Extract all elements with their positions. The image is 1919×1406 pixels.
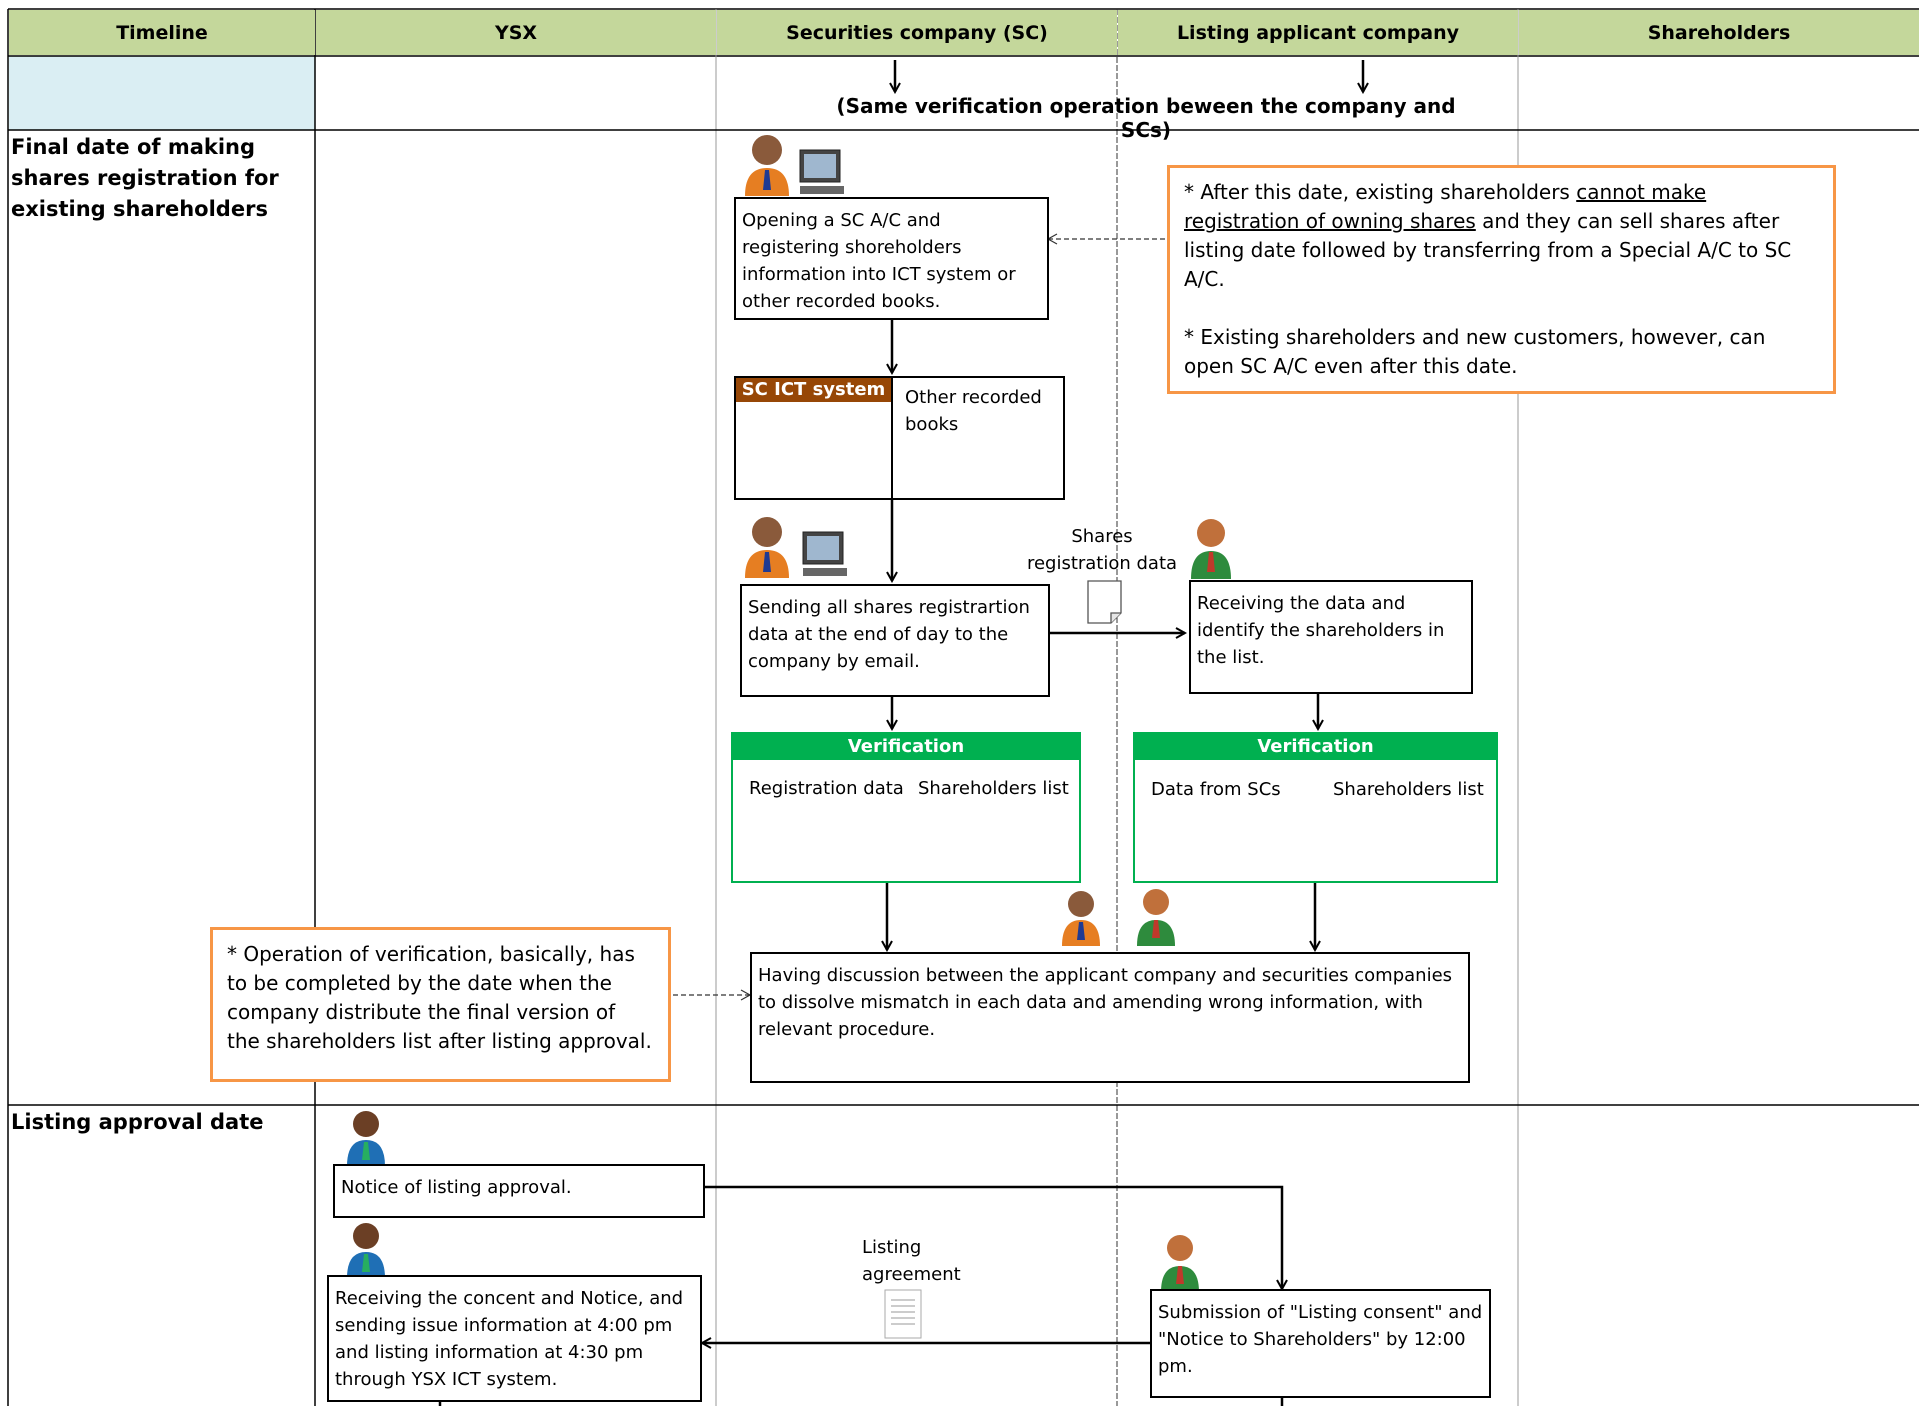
document-icon — [1087, 580, 1122, 624]
applicant-shareholders-list-label: Shareholders list — [1333, 779, 1484, 800]
header-securities-company: Securities company (SC) — [717, 10, 1117, 55]
timeline-top-cell — [9, 56, 315, 130]
receiving-consent-box: Receiving the concent and Notice, and se… — [327, 1275, 702, 1402]
top-band-text: (Same verification operation beween the … — [836, 94, 1456, 142]
applicant-person-icon — [1161, 1235, 1199, 1292]
notice-approval-box: Notice of listing approval. — [333, 1164, 705, 1218]
discussion-box: Having discussion between the applicant … — [750, 952, 1470, 1083]
applicant-person-icon — [1191, 519, 1231, 579]
applicant-person-icon — [1137, 889, 1175, 946]
lined-document-icon — [884, 1289, 922, 1339]
header-timeline: Timeline — [9, 10, 315, 55]
note-verification-deadline: * Operation of verification, basically, … — [210, 927, 671, 1082]
applicant-verification-box: Verification — [1133, 732, 1498, 883]
sc-staff-person-icon — [1062, 891, 1100, 946]
sc-staff-person-icon — [745, 517, 789, 578]
ict-divider — [891, 376, 893, 500]
data-from-scs-label: Data from SCs — [1151, 779, 1281, 800]
ysx-person-icon — [347, 1111, 385, 1166]
sc-verification-box: Verification — [731, 732, 1081, 883]
timeline-approval-date: Listing approval date — [11, 1110, 264, 1134]
header-shareholders: Shareholders — [1519, 10, 1919, 55]
computer-icon — [802, 531, 847, 576]
header-listing-applicant: Listing applicant company — [1118, 10, 1518, 55]
ict-system-title: SC ICT system — [736, 378, 891, 402]
sending-data-box: Sending all shares registrartion data at… — [740, 584, 1050, 697]
submission-box: Submission of "Listing consent" and "Not… — [1150, 1289, 1491, 1398]
shares-registration-label: Shares registration data — [1026, 526, 1178, 574]
header-ysx: YSX — [316, 10, 716, 55]
note-line1: * After this date, existing shareholders… — [1184, 180, 1792, 291]
listing-agreement-label: Listing agreement — [862, 1237, 961, 1285]
computer-icon — [799, 149, 844, 194]
note-after-final-date: * After this date, existing shareholders… — [1167, 165, 1836, 394]
sc-verification-title: Verification — [733, 734, 1079, 760]
open-account-box: Opening a SC A/C and registering shoreho… — [734, 197, 1049, 320]
registration-data-label: Registration data — [749, 778, 904, 799]
applicant-verification-title: Verification — [1135, 734, 1496, 760]
other-books-label: Other recorded books — [905, 387, 1042, 435]
timeline-final-date: Final date of making shares registration… — [11, 135, 279, 221]
note-line2: * Existing shareholders and new customer… — [1184, 325, 1766, 378]
ysx-person-icon — [347, 1223, 385, 1278]
sc-staff-person-icon — [745, 135, 789, 196]
receiving-data-box: Receiving the data and identify the shar… — [1189, 580, 1473, 694]
sc-shareholders-list-label: Shareholders list — [918, 778, 1069, 799]
